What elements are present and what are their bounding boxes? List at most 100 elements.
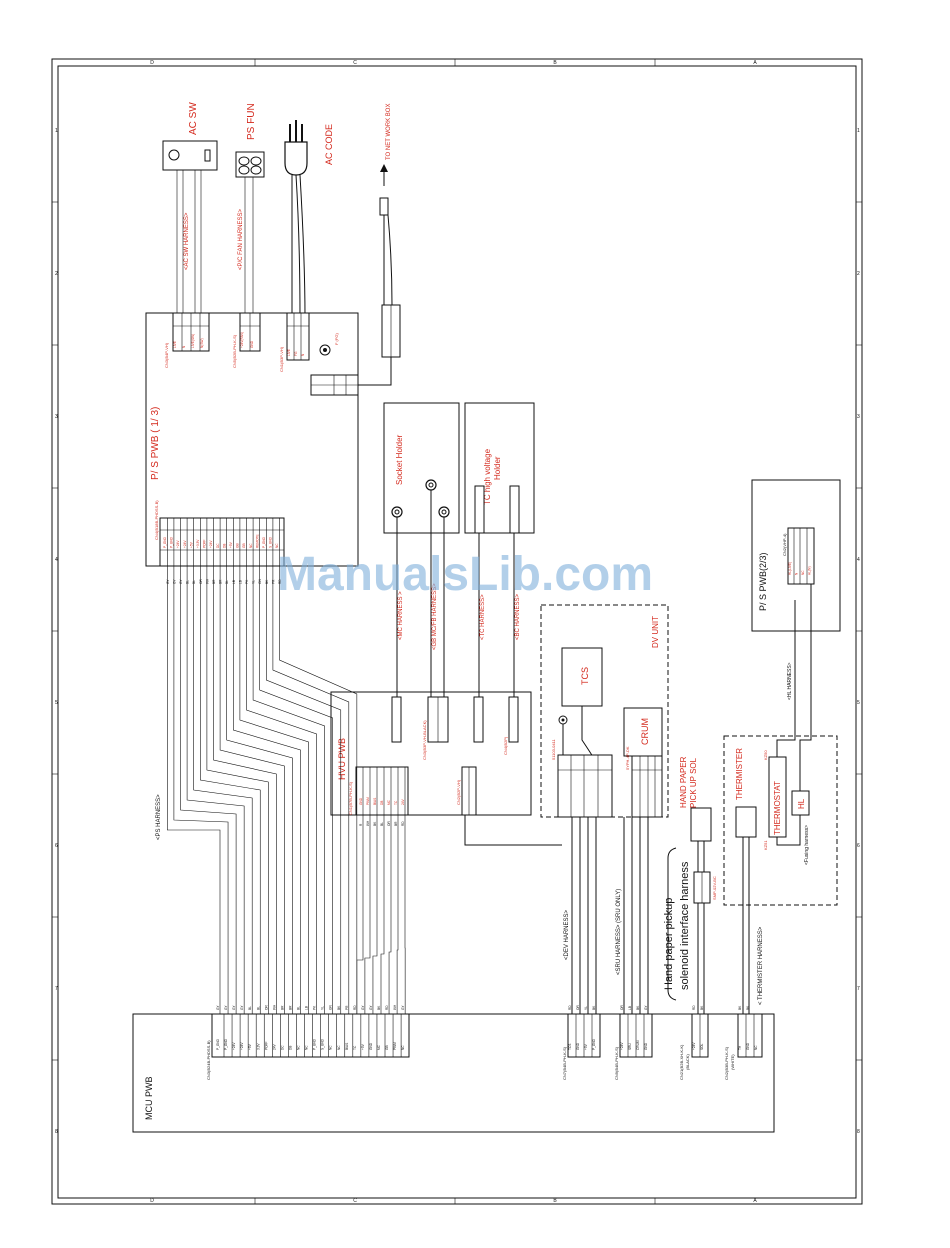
ac-switch-rocker-icon — [204, 149, 211, 162]
mcu-ps-pin-label: P_GND — [216, 1038, 220, 1050]
fusing-wires — [742, 584, 812, 1015]
holder-wires — [396, 490, 515, 697]
socket-holder-label: Socket Holder — [395, 434, 404, 485]
tc-holder-label-1: TC high voltage — [483, 448, 492, 505]
tc-connector — [473, 696, 484, 743]
hvu-wire-color: WH — [366, 820, 370, 826]
mcu-ps-pin-label: GND — [369, 1042, 373, 1050]
sru-harness-label: <SRU HARNESS> (SRU ONLY) — [616, 889, 622, 975]
ac-in-pin-label: FG — [294, 351, 298, 356]
hvu-pwb-label: HVU PWB — [337, 738, 347, 780]
frame-num-r3: 3 — [857, 414, 860, 420]
mcu-sru-wire-color: BK — [636, 1005, 640, 1010]
ac-sw-pin-label: LIVE — [173, 341, 177, 348]
ps-wire-color: BL — [192, 580, 196, 584]
socket-holder — [383, 402, 460, 534]
mcu-th-pin-label: TH — [738, 1045, 742, 1050]
mcu-pwb-label: MCU PWB — [144, 1077, 154, 1121]
mcu-th-pin-label: NC — [754, 1045, 758, 1050]
ps-wire-color: BL — [186, 580, 190, 584]
dev-sru-wires — [571, 817, 649, 1014]
fan-pin-label: +24V(FAN) — [240, 332, 244, 348]
ps-out-pin-label: DB — [222, 544, 226, 548]
mcu-sru-wire-color: OR — [620, 1005, 624, 1010]
ps-out-pin-label: S_GND — [269, 536, 273, 548]
cn-ps-out-label: CN4(B18B-PHDSS-B) — [154, 500, 159, 540]
mcu-th-wire-color: BK — [746, 1005, 750, 1010]
frame-num-r8: 8 — [857, 1129, 860, 1135]
mcu-ps-pin-label: +24V — [240, 1042, 244, 1050]
frame-num-l1: 1 — [55, 128, 58, 134]
mcu-ps-wire-color: WH — [272, 1004, 276, 1010]
network-link — [358, 357, 392, 386]
cn-gb-label: CN3(B3P-VH-BLACK) — [422, 720, 427, 760]
frame-num-r2: 2 — [857, 271, 860, 277]
mcu-ps-wire-color: BL — [248, 1006, 252, 1010]
mcu-ps-wire-color: RD — [353, 1005, 357, 1010]
mcu-dev-pin-label: P_GND — [592, 1038, 596, 1050]
ps-wire-color: LB — [232, 580, 236, 584]
mcu-ps-pin-label: PWM — [393, 1042, 397, 1050]
frame-letter-bot-4: A — [753, 1198, 757, 1204]
frame-letter-bot-2: C — [353, 1198, 357, 1204]
bc-harness-label: <BC HARNESS> — [515, 593, 521, 640]
hvu-wire-color: R — [359, 823, 363, 826]
fusing-harness-label: <Fusing harness> — [804, 825, 810, 865]
ac-sw-pin-label: N — [182, 345, 186, 348]
ps-out-pin-label: GB — [242, 543, 246, 548]
ps-pwb-2-label: P/ S PWB(2/3) — [758, 552, 768, 611]
mcu-sru-pin-label: +24V — [620, 1042, 624, 1050]
ps-wire-color: LB — [238, 580, 242, 584]
ac-switch — [162, 140, 218, 171]
ac-sw-wires — [176, 170, 202, 318]
fusing-border — [723, 735, 838, 906]
network-arrow-head-icon — [380, 164, 388, 172]
mcu-ps-pin-label: TC — [353, 1045, 357, 1050]
fan-pin-label: GND — [250, 340, 254, 348]
mcu-dev-wire-color: OR — [576, 1005, 580, 1010]
mcu-ps-wire-color: YL — [321, 1006, 325, 1010]
mcu-ps-wire-color: GY — [240, 1005, 244, 1010]
ps-pwb-1-label: P/ S PWB ( 1/ 3) — [150, 407, 161, 480]
mcu-sru-pin-label: SRU — [628, 1043, 632, 1050]
thermister-label: THERMISTER — [735, 748, 744, 800]
hand-paper-label-2: PICK UP SOL — [689, 757, 698, 808]
frame-num-r4: 4 — [857, 557, 860, 563]
ps-harness-label: <PS HARNESS> — [156, 794, 162, 840]
ps-out-pin-label: POFF — [203, 539, 207, 548]
ps-out-pin-label: NC — [249, 543, 253, 548]
therm-conn-label: KZ50 — [763, 750, 768, 760]
ac-in-pin-label: LIVE — [287, 349, 291, 356]
crum-connector — [631, 755, 663, 818]
dev-harness-label: <DEV HARNESS> — [564, 909, 570, 960]
cn-mcu-ps-label: CN3(B24B-PHDSS-B) — [206, 1040, 211, 1080]
hvu-harness-wires — [356, 815, 406, 1014]
frame-letter-bot-3: B — [553, 1198, 557, 1204]
ps-wire-color: GY — [179, 579, 183, 584]
mcu-ps-pin-label: +24V — [232, 1042, 236, 1050]
mcu-sol-wire-color: BK — [700, 1005, 704, 1010]
mcu-sol-pin-label: SOL — [700, 1043, 704, 1050]
mcu-ps-wire-color: GN — [329, 1005, 333, 1010]
cn-mcu-th-label: CN2(B3B-PH-K-S) — [724, 1046, 729, 1080]
crum-label: CRUM — [640, 718, 650, 745]
sol-conn-label: SMP-02V-BC — [712, 876, 717, 900]
mcu-ps-wire-color: PK — [313, 1005, 317, 1010]
cn-hvu2-label: CN2(B2P-VH) — [456, 779, 461, 805]
frame-num-r6: 6 — [857, 843, 860, 849]
ps-wire-color: RD — [278, 579, 282, 584]
ac-in-pin-label: N — [301, 353, 305, 356]
hand-paper-bracket — [667, 847, 677, 1001]
hvu-wire-color: RD — [401, 821, 405, 826]
mcu-ps-wire-color: GY — [224, 1005, 228, 1010]
frame-numbers: 1 2 3 4 5 6 7 8 1 2 3 4 5 6 7 8 — [55, 128, 860, 1135]
dev-conn-label: 51103-0411 — [551, 738, 556, 760]
network-plug-icon — [379, 197, 389, 216]
thermister-block — [735, 806, 757, 838]
socket-contact-2-icon — [425, 479, 437, 491]
ps-wire-color: BK — [265, 579, 269, 584]
mcu-ps-pin-label: +5V — [361, 1043, 365, 1050]
ps-out-pin-label: GB — [236, 543, 240, 548]
